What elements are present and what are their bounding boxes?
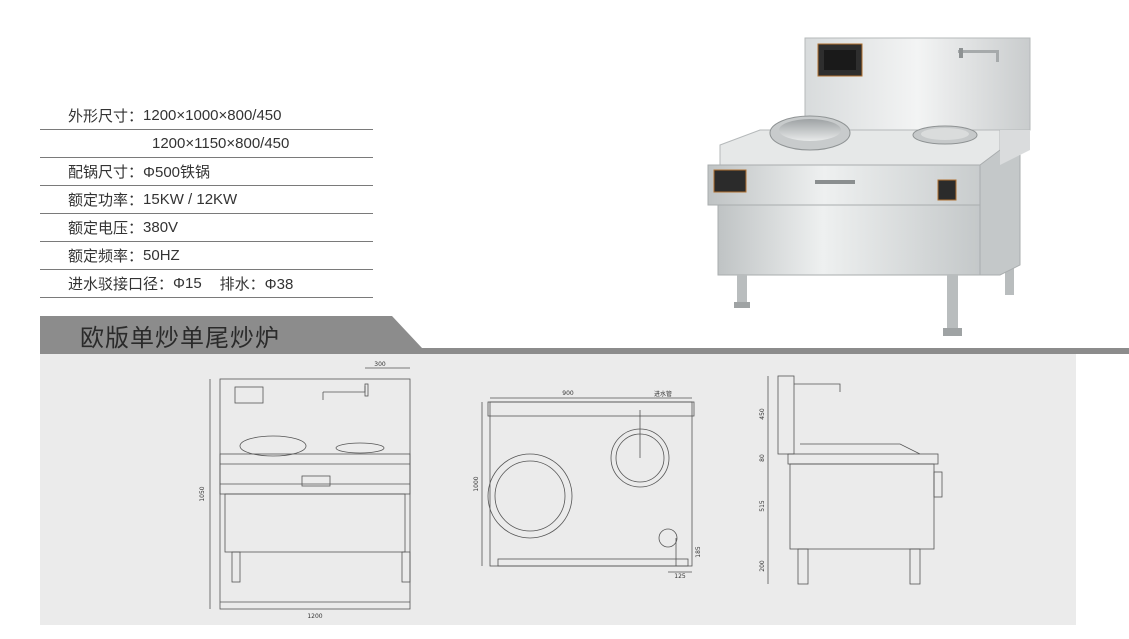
- product-photo: [707, 37, 1031, 336]
- spec-value: 380V: [143, 219, 179, 236]
- side-dim-a: 450: [759, 408, 766, 420]
- spec-value: Φ15: [173, 275, 202, 292]
- spec-value: 50HZ: [143, 247, 180, 264]
- spec-value: Φ500铁锅: [143, 164, 211, 181]
- spec-label: 外形尺寸：: [68, 108, 144, 125]
- spec-row-water: 进水驳接口径： Φ15 排水：Φ38: [40, 270, 373, 298]
- spec-value: 1200×1000×800/450: [143, 107, 282, 124]
- top-view: [481, 397, 695, 573]
- top-dim-width: 900: [562, 390, 574, 397]
- spec-value-drain: 排水：Φ38: [219, 276, 294, 293]
- side-dim-b: 80: [759, 454, 766, 462]
- spec-value: 15KW / 12KW: [143, 191, 238, 208]
- spec-label: 额定电压：: [68, 220, 144, 237]
- drawing-svg: 300 1050 1200 900 进水管 1000 185 125 450 8…: [199, 361, 943, 620]
- top-callout-inlet: 进水管: [654, 390, 672, 398]
- spec-row-frequency: 额定频率： 50HZ: [40, 242, 373, 270]
- spec-label: 额定功率：: [68, 192, 144, 209]
- top-dim-depth: 1000: [473, 476, 480, 491]
- spec-label: 进水驳接口径：: [68, 276, 174, 293]
- title-band: 欧版单炒单尾炒炉: [40, 316, 1129, 354]
- front-view: [209, 367, 411, 610]
- spec-label: 额定频率：: [68, 248, 144, 265]
- spec-row-dimensions-alt: 1200×1150×800/450: [40, 130, 373, 158]
- spec-table: 外形尺寸： 1200×1000×800/450 1200×1150×800/45…: [40, 102, 373, 298]
- product-title: 欧版单炒单尾炒炉: [80, 325, 280, 352]
- front-dim-width: 1200: [307, 613, 322, 620]
- spec-label: 配锅尺寸：: [68, 164, 144, 181]
- spec-row-dimensions: 外形尺寸： 1200×1000×800/450: [40, 102, 373, 130]
- side-view: [767, 375, 943, 585]
- front-dim-height: 1050: [199, 486, 206, 501]
- title-band-shape: [40, 316, 1129, 354]
- technical-drawings: 300 1050 1200 900 进水管 1000 185 125 450 8…: [40, 354, 1076, 625]
- top-dim-offset-h: 125: [674, 573, 686, 580]
- top-dim-offset-v: 185: [695, 546, 702, 558]
- front-dim-top: 300: [374, 361, 386, 368]
- spec-row-power: 额定功率： 15KW / 12KW: [40, 186, 373, 214]
- spec-row-voltage: 额定电压： 380V: [40, 214, 373, 242]
- side-dim-d: 200: [759, 560, 766, 572]
- side-dim-c: 515: [759, 500, 766, 512]
- spec-value: 1200×1150×800/450: [152, 135, 290, 152]
- spec-row-pot-size: 配锅尺寸： Φ500铁锅: [40, 158, 373, 186]
